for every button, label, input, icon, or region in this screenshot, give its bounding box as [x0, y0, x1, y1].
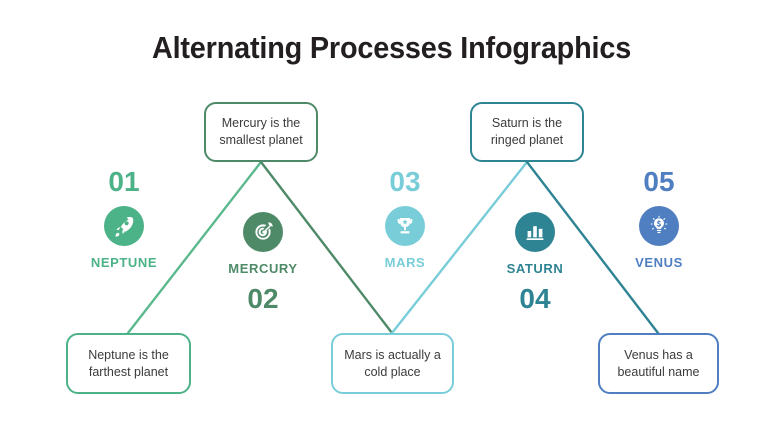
connector-saturn-to-venus: [525, 160, 660, 335]
step-neptune-number: 01: [108, 166, 140, 197]
callout-mercury-line2: smallest planet: [219, 133, 303, 147]
rocket-icon: [104, 206, 144, 246]
callout-neptune-line1: Neptune is the: [88, 347, 169, 362]
step-mercury-label: MERCURY: [228, 261, 298, 276]
callout-venus[interactable]: Venus has a beautiful name: [598, 333, 719, 394]
connector-mercury-to-neptune: [126, 160, 263, 335]
callout-mercury-line1: Mercury is the: [221, 116, 301, 131]
connector-saturn-to-mars: [390, 160, 529, 335]
callout-saturn-line2: ringed planet: [490, 133, 564, 147]
step-venus-number: 05: [643, 166, 675, 197]
step-saturn[interactable]: SATURN 04: [475, 212, 595, 313]
callout-mercury[interactable]: Mercury is the smallest planet: [204, 102, 318, 162]
step-mars-number: 03: [389, 166, 421, 197]
callout-venus-line2: beautiful name: [617, 364, 700, 379]
step-neptune[interactable]: 01 NEPTUNE: [64, 166, 184, 271]
callout-mars-line1: Mars is actually a: [344, 347, 441, 362]
callout-venus-line1: Venus has a: [624, 347, 693, 362]
step-saturn-number: 04: [519, 283, 551, 314]
step-saturn-label: SATURN: [506, 261, 564, 276]
callout-neptune[interactable]: Neptune is the farthest planet: [66, 333, 191, 394]
page-title: Alternating Processes Infographics: [151, 30, 632, 65]
callout-neptune-line2: farthest planet: [88, 364, 169, 379]
callout-saturn-line1: Saturn is the: [491, 116, 563, 131]
step-mars[interactable]: 03 MARS: [345, 168, 465, 270]
step-neptune-label: NEPTUNE: [90, 255, 158, 270]
callout-saturn[interactable]: Saturn is the ringed planet: [470, 102, 584, 162]
lightbulb-dollar-icon: [639, 206, 679, 246]
callout-mars[interactable]: Mars is actually a cold place: [331, 333, 454, 394]
trophy-icon: [385, 206, 425, 246]
step-venus[interactable]: 05 VENUS: [599, 166, 719, 271]
step-mercury[interactable]: MERCURY 02: [203, 212, 323, 313]
step-mars-label: MARS: [384, 255, 426, 270]
step-mercury-number: 02: [247, 283, 279, 314]
step-venus-label: VENUS: [635, 255, 683, 270]
bar-chart-icon: [515, 212, 555, 252]
target-icon: [243, 212, 283, 252]
connector-mercury-to-mars: [259, 160, 394, 335]
callout-mars-line2: cold place: [364, 364, 421, 379]
